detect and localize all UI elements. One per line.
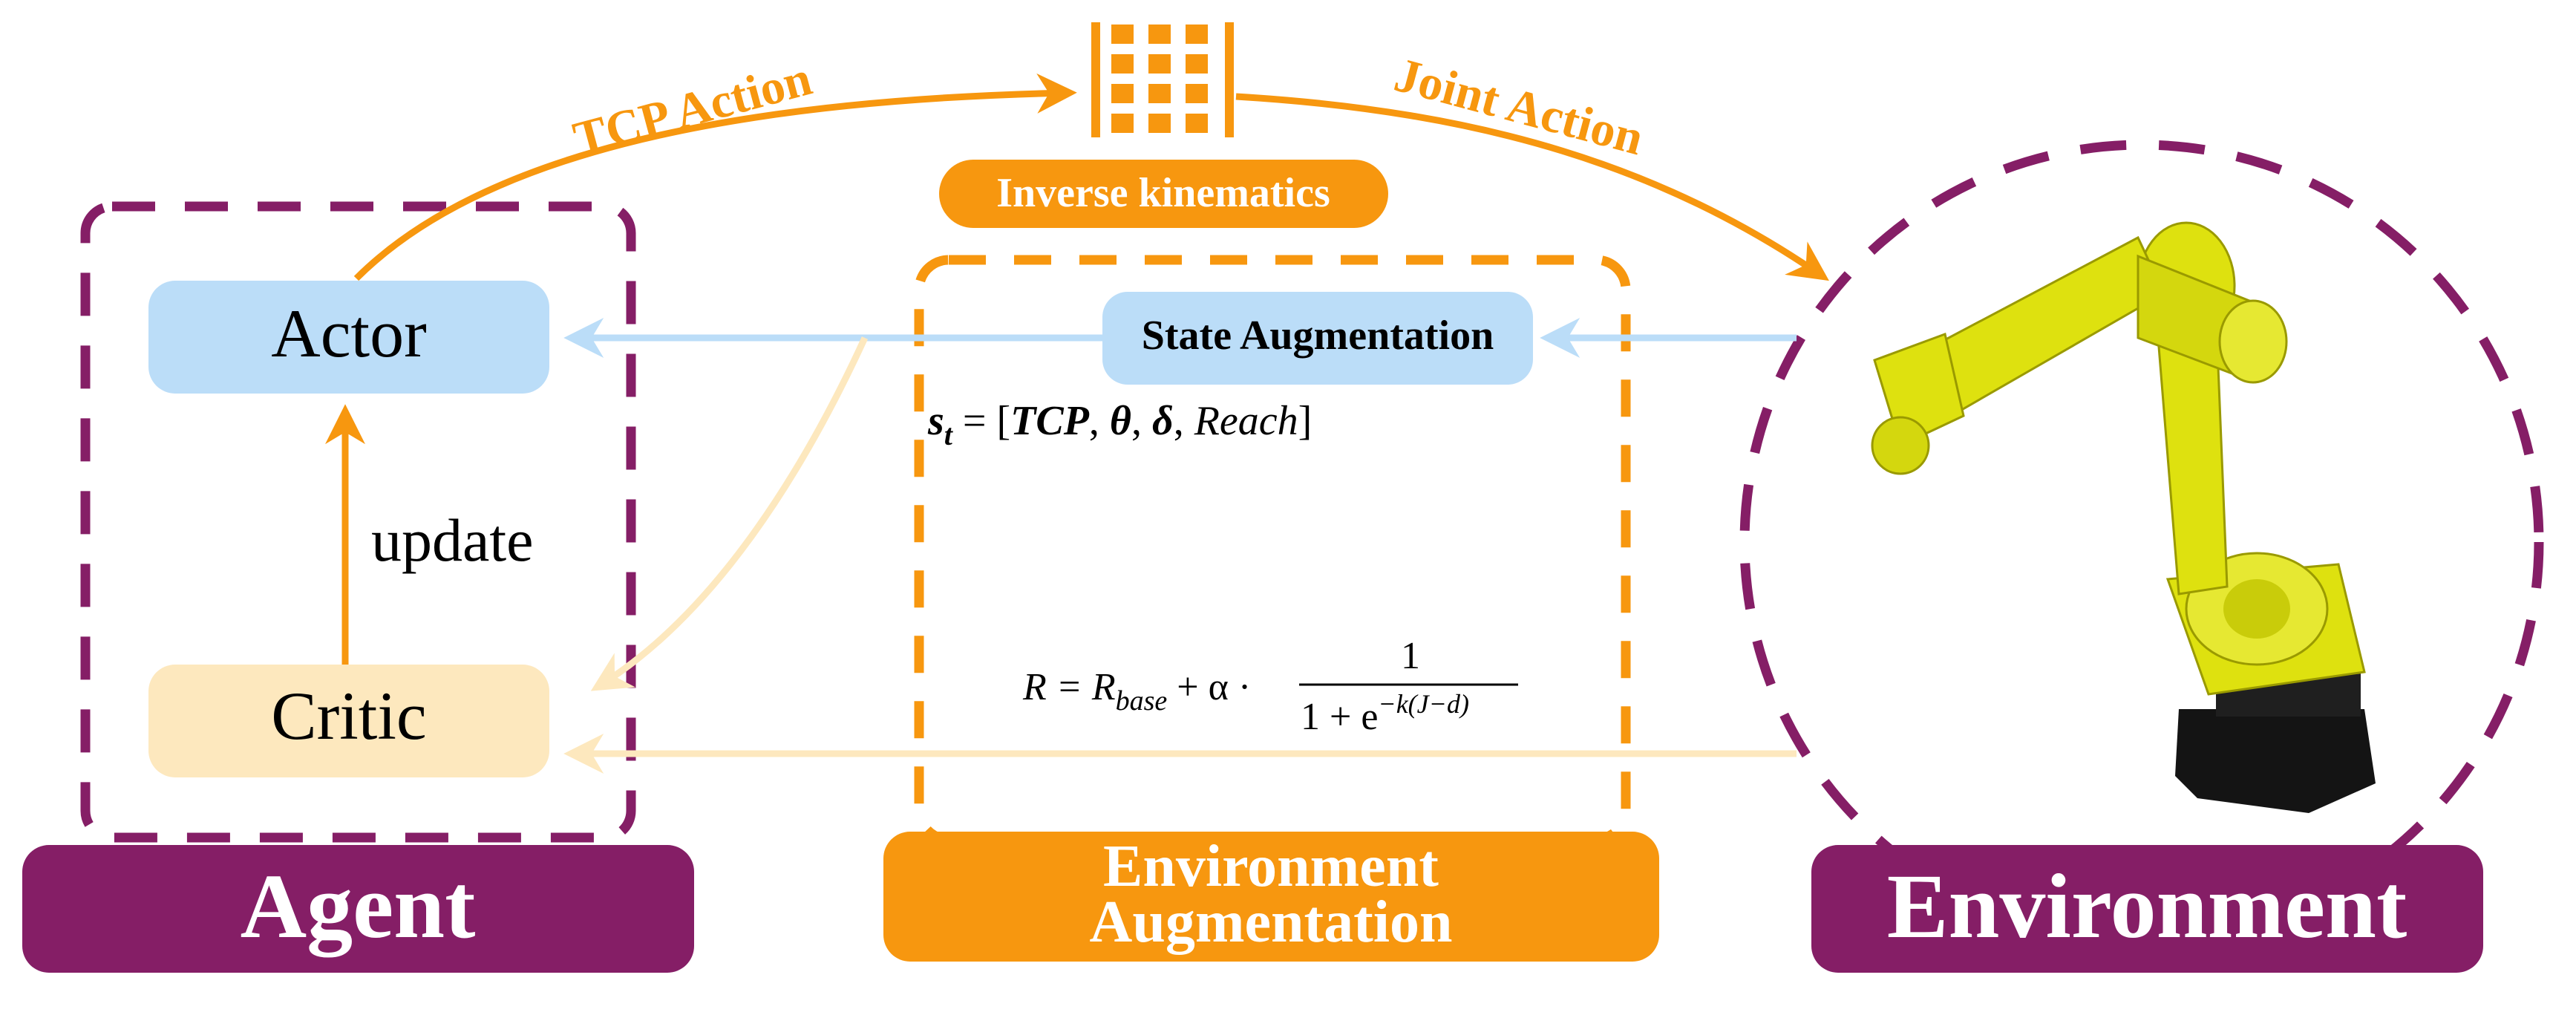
ik-label-pill (939, 160, 1388, 228)
tcp-action-label: TCP Action (568, 51, 817, 166)
joint-action-arrow (1235, 93, 1829, 281)
state-augmentation-box (1102, 292, 1533, 385)
environment-dashed-boundary (1739, 140, 2544, 944)
environment-footer-pill (1811, 845, 2483, 973)
env-aug-footer-line1: Environment (1103, 834, 1439, 899)
joint-action-label: Joint Action (1389, 48, 1649, 166)
reward-equation: R = Rbase + α · 1 1 + e−k(J−d) (1022, 635, 1518, 738)
state-augmentation-label: State Augmentation (1142, 313, 1494, 359)
state-to-critic-arrow (590, 336, 869, 691)
env-aug-footer-line2: Augmentation (1090, 890, 1453, 955)
industrial-robot-arm-icon (1871, 221, 2376, 813)
ik-label: Inverse kinematics (996, 170, 1330, 216)
tcp-action-arrow (353, 73, 1077, 281)
agent-footer-pill (22, 845, 694, 973)
svg-text:1 + e−k(J−d): 1 + e−k(J−d) (1301, 689, 1469, 738)
state-equation: st = [TCP, θ, δ, Reach] (927, 398, 1312, 451)
actor-label: Actor (271, 296, 426, 371)
update-label: update (371, 506, 534, 574)
svg-text:1: 1 (1401, 635, 1420, 677)
building-grid-icon (1091, 22, 1234, 137)
env-aug-footer-pill (883, 832, 1659, 962)
environment-footer-label: Environment (1887, 855, 2407, 957)
svg-text:R = Rbase + α ·: R = Rbase + α · (1022, 666, 1251, 717)
critic-label: Critic (271, 678, 427, 754)
critic-box (148, 665, 549, 777)
agent-footer-label: Agent (241, 855, 476, 958)
agent-dashed-boundary (80, 201, 636, 843)
actor-box (148, 281, 549, 394)
